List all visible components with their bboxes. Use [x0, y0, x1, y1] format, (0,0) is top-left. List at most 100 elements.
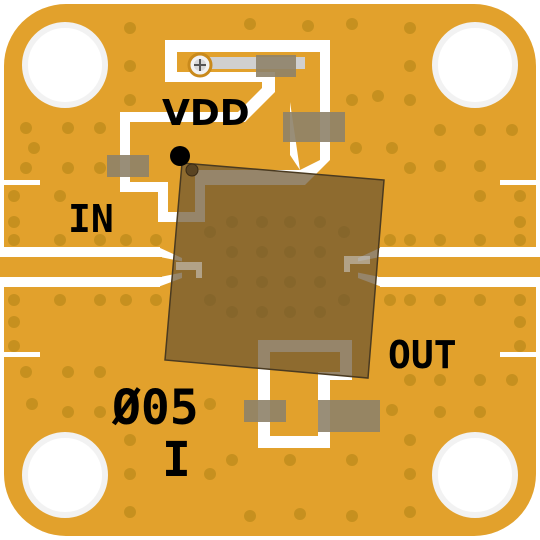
ground-via	[346, 510, 358, 522]
ground-via	[404, 22, 416, 34]
pad-out-bottom-left	[244, 400, 286, 422]
ground-via	[294, 508, 306, 520]
ground-via	[506, 374, 518, 386]
ground-via	[514, 316, 526, 328]
ground-via	[124, 506, 136, 518]
ground-via	[244, 18, 256, 30]
ground-via	[94, 366, 106, 378]
ground-via	[404, 374, 416, 386]
ground-via	[474, 124, 486, 136]
pad-vdd-top	[256, 55, 296, 77]
ground-via	[434, 234, 446, 246]
ground-gap-left-bottom	[0, 352, 40, 357]
ground-via	[346, 94, 358, 106]
chip-pad-output	[344, 256, 370, 272]
part-suffix-label: I	[162, 432, 191, 488]
chip-body	[164, 162, 385, 379]
ground-via	[124, 22, 136, 34]
ground-via	[384, 234, 396, 246]
ground-via	[384, 294, 396, 306]
ground-via	[434, 160, 446, 172]
ground-via	[372, 90, 384, 102]
ground-via	[204, 398, 216, 410]
ground-via	[94, 122, 106, 134]
ground-via	[120, 294, 132, 306]
ground-via	[474, 190, 486, 202]
ground-via	[514, 190, 526, 202]
ground-via	[54, 234, 66, 246]
pad-bias-left	[107, 155, 149, 177]
ground-via	[54, 190, 66, 202]
input-label: IN	[68, 197, 114, 241]
pad-vdd-cap	[283, 112, 345, 142]
ground-via	[404, 434, 416, 446]
ground-via	[434, 374, 446, 386]
ground-via	[8, 316, 20, 328]
mounting-holes	[22, 22, 518, 518]
ground-via	[346, 454, 358, 466]
chip-internal-pads	[176, 256, 370, 278]
ground-via	[124, 398, 136, 410]
ground-via	[62, 366, 74, 378]
ground-gap-right-bottom	[500, 352, 540, 357]
ground-via	[120, 234, 132, 246]
ground-via	[474, 406, 486, 418]
ground-via	[346, 18, 358, 30]
ground-via	[434, 294, 446, 306]
mounting-hole-bottom-left	[22, 432, 108, 518]
input-line	[0, 257, 162, 277]
ground-via	[404, 506, 416, 518]
ground-via	[514, 294, 526, 306]
vdd-label: VDD	[162, 93, 250, 134]
ground-via	[386, 142, 398, 154]
ground-via	[150, 234, 162, 246]
ground-via	[514, 216, 526, 228]
ground-via	[62, 162, 74, 174]
ground-via	[204, 468, 216, 480]
smd-pads	[107, 55, 380, 432]
ground-via	[20, 366, 32, 378]
vdd-trace-copper	[130, 52, 320, 212]
ground-via	[62, 122, 74, 134]
ground-via	[20, 162, 32, 174]
ground-via	[94, 294, 106, 306]
ground-via	[434, 406, 446, 418]
ground-via	[404, 60, 416, 72]
ground-via	[8, 294, 20, 306]
chip-pin1-marker	[185, 163, 199, 177]
mounting-hole-top-right	[432, 22, 518, 108]
ground-via	[474, 160, 486, 172]
mounting-hole-top-left	[22, 22, 108, 108]
amplifier-chip	[164, 162, 385, 379]
output-label: OUT	[388, 333, 457, 377]
ground-via	[474, 234, 486, 246]
ground-via	[474, 374, 486, 386]
ground-via	[226, 454, 238, 466]
output-line	[378, 257, 540, 277]
ground-via	[54, 294, 66, 306]
ground-via	[94, 162, 106, 174]
ground-via	[124, 468, 136, 480]
ground-via	[284, 454, 296, 466]
ground-via	[8, 340, 20, 352]
ground-via	[404, 162, 416, 174]
ground-via	[506, 124, 518, 136]
ground-via	[8, 234, 20, 246]
ground-via	[94, 234, 106, 246]
ground-via	[514, 234, 526, 246]
output-trace-copper	[270, 352, 340, 436]
ground-via	[26, 398, 38, 410]
ground-via	[404, 94, 416, 106]
ground-via	[404, 294, 416, 306]
ground-via	[124, 434, 136, 446]
vdd-via-black	[170, 146, 190, 166]
ground-via	[244, 510, 256, 522]
ground-via	[404, 468, 416, 480]
ground-gap-left-top	[0, 180, 40, 185]
ground-via	[150, 294, 162, 306]
ground-via	[124, 94, 136, 106]
ground-via	[62, 406, 74, 418]
vdd-test-point-mark	[194, 59, 206, 71]
ground-via	[474, 294, 486, 306]
